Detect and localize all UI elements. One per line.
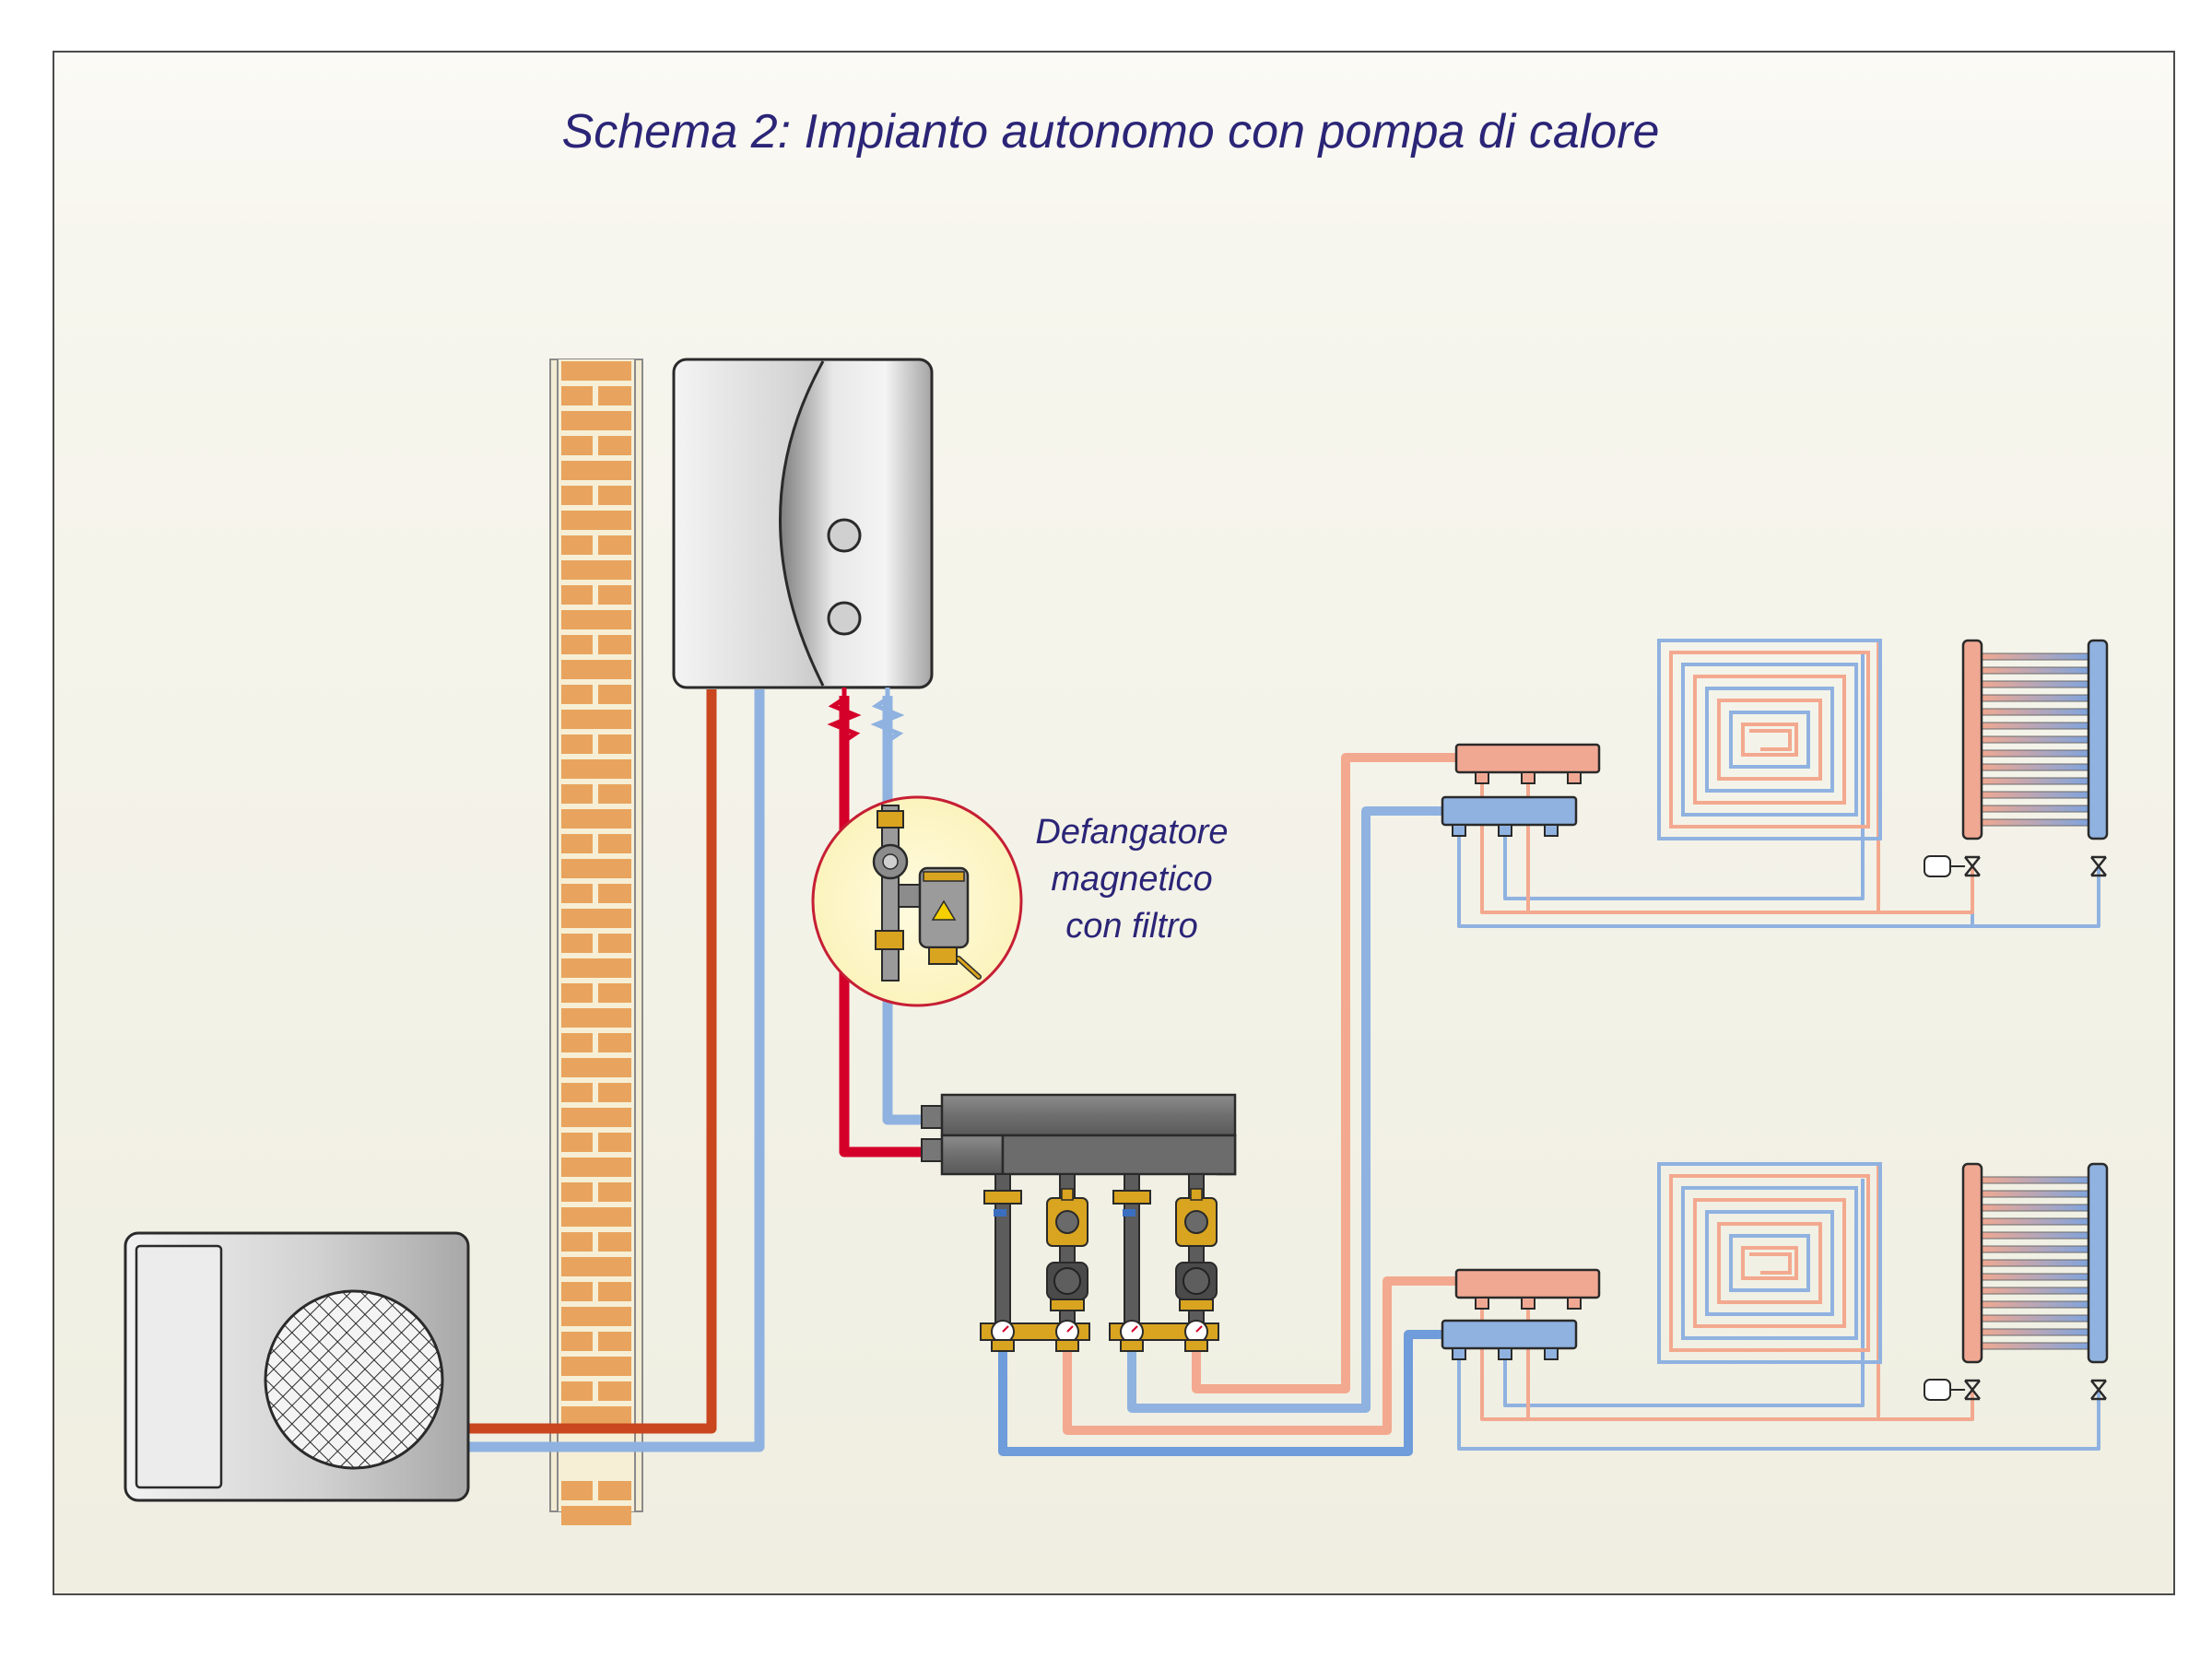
manifold-2 <box>1441 1268 1601 1360</box>
magnetic-dirt-separator-icon <box>872 805 982 981</box>
floor-panel-2 <box>1657 1162 1882 1364</box>
callout-label-line1: Defangatore <box>1035 813 1228 852</box>
towel-radiator-1 <box>1924 639 2109 877</box>
towel-radiator-2 <box>1924 1162 2109 1401</box>
manifold-icon <box>1441 743 1601 1360</box>
manifold-1 <box>1441 743 1601 837</box>
towel-radiator-icon <box>1924 639 2109 1401</box>
radiator-valve-icon <box>2090 1379 2107 1401</box>
pipe-network <box>468 639 2100 1456</box>
radiator-valve-icon <box>1964 1379 1981 1401</box>
radiator-valve-icon <box>1964 855 1981 877</box>
callout-label-line2: magnetico <box>1051 860 1212 899</box>
underfloor-heating-coil-icon <box>1657 639 1882 1364</box>
heat-pump-outdoor-unit-icon <box>124 1231 470 1502</box>
diagram-title: Schema 2: Impianto autonomo con pompa di… <box>562 105 1660 159</box>
callout-label-line3: con filtro <box>1065 907 1198 946</box>
pump-group-icon <box>980 1173 1219 1352</box>
hydraulic-separator-icon <box>921 1093 1237 1176</box>
pump-group-1 <box>980 1173 1090 1352</box>
floor-panel-1 <box>1657 639 1882 840</box>
pump-group-2 <box>1109 1173 1219 1352</box>
radiator-valve-icon <box>2090 855 2107 877</box>
heat-pump-indoor-unit-icon <box>672 358 934 744</box>
brick-wall-icon <box>549 358 643 1525</box>
dirt-separator-callout: Defangatore magnetico con filtro <box>811 795 1229 1007</box>
